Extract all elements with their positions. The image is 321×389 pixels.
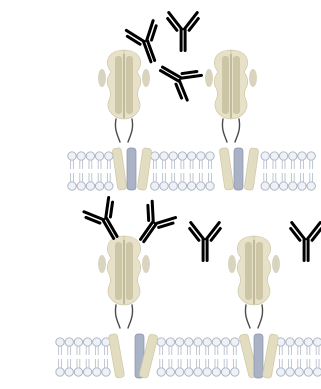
lipid-molecule [212, 338, 220, 355]
lipid-molecule [206, 152, 214, 169]
lipid-molecule [203, 359, 211, 376]
lipid-molecule [93, 338, 101, 355]
lipid-molecule [169, 152, 177, 169]
lipid-molecule [105, 173, 113, 190]
lipid-molecule [221, 338, 229, 355]
lipid-molecule [197, 173, 205, 190]
top-panel [68, 10, 316, 190]
lipid-molecule [102, 359, 110, 376]
lipid-molecule [166, 338, 174, 355]
receptor-dimer-icon [98, 50, 150, 142]
lipid-molecule [68, 173, 76, 190]
lipid-molecule [95, 152, 103, 169]
lipid-molecule [77, 173, 85, 190]
lipid-molecule [68, 152, 76, 169]
lipid-molecule [194, 338, 202, 355]
lipid-molecule [160, 173, 168, 190]
lipid-molecule [86, 152, 94, 169]
lipid-molecule [56, 338, 64, 355]
lipid-molecule [289, 152, 297, 169]
antibody-icon [185, 220, 225, 262]
lipid-molecule [307, 152, 315, 169]
receptor-dimer-icon [228, 236, 280, 328]
lipid-molecule [279, 173, 287, 190]
lipid-molecule [157, 359, 165, 376]
lipid-molecule [221, 359, 229, 376]
receptor-dimer-icon [205, 50, 257, 142]
lipid-molecule [197, 152, 205, 169]
lipid-molecule [86, 173, 94, 190]
lipid-molecule [194, 359, 202, 376]
lipid-bilayer-icon [68, 152, 316, 190]
lipid-molecule [74, 338, 82, 355]
lipid-molecule [95, 173, 103, 190]
lipid-molecule [74, 359, 82, 376]
antibody-icon [286, 220, 321, 262]
lipid-molecule [313, 338, 321, 355]
lipid-molecule [65, 359, 73, 376]
lipid-molecule [185, 338, 193, 355]
antibody-icon [163, 10, 203, 52]
lipid-molecule [157, 338, 165, 355]
lipid-molecule [169, 173, 177, 190]
bottom-panel [56, 193, 321, 379]
receptor-dimer-icon [98, 236, 150, 328]
lipid-molecule [304, 338, 312, 355]
lipid-molecule [83, 338, 91, 355]
lipid-molecule [270, 173, 278, 190]
lipid-molecule [304, 359, 312, 376]
lipid-molecule [295, 359, 303, 376]
lipid-molecule [298, 173, 306, 190]
antibody-icon [150, 51, 206, 106]
lipid-molecule [270, 152, 278, 169]
lipid-molecule [313, 359, 321, 376]
lipid-molecule [178, 152, 186, 169]
lipid-molecule [277, 359, 285, 376]
lipid-molecule [151, 152, 159, 169]
lipid-molecule [261, 152, 269, 169]
lipid-molecule [212, 359, 220, 376]
lipid-molecule [178, 173, 186, 190]
lipid-molecule [160, 152, 168, 169]
lipid-molecule [166, 359, 174, 376]
lipid-molecule [187, 152, 195, 169]
lipid-molecule [93, 359, 101, 376]
lipid-molecule [279, 152, 287, 169]
lipid-molecule [187, 173, 195, 190]
lipid-molecule [83, 359, 91, 376]
lipid-molecule [286, 338, 294, 355]
lipid-molecule [175, 338, 183, 355]
lipid-molecule [203, 338, 211, 355]
lipid-molecule [185, 359, 193, 376]
lipid-molecule [77, 152, 85, 169]
lipid-molecule [298, 152, 306, 169]
lipid-molecule [65, 338, 73, 355]
lipid-molecule [289, 173, 297, 190]
lipid-molecule [206, 173, 214, 190]
lipid-molecule [231, 359, 239, 376]
lipid-molecule [295, 338, 303, 355]
lipid-molecule [307, 173, 315, 190]
lipid-molecule [286, 359, 294, 376]
lipid-molecule [56, 359, 64, 376]
lipid-molecule [261, 173, 269, 190]
lipid-molecule [151, 173, 159, 190]
lipid-bilayer-icon [56, 338, 321, 376]
lipid-molecule [231, 338, 239, 355]
lipid-molecule [175, 359, 183, 376]
lipid-molecule [105, 152, 113, 169]
